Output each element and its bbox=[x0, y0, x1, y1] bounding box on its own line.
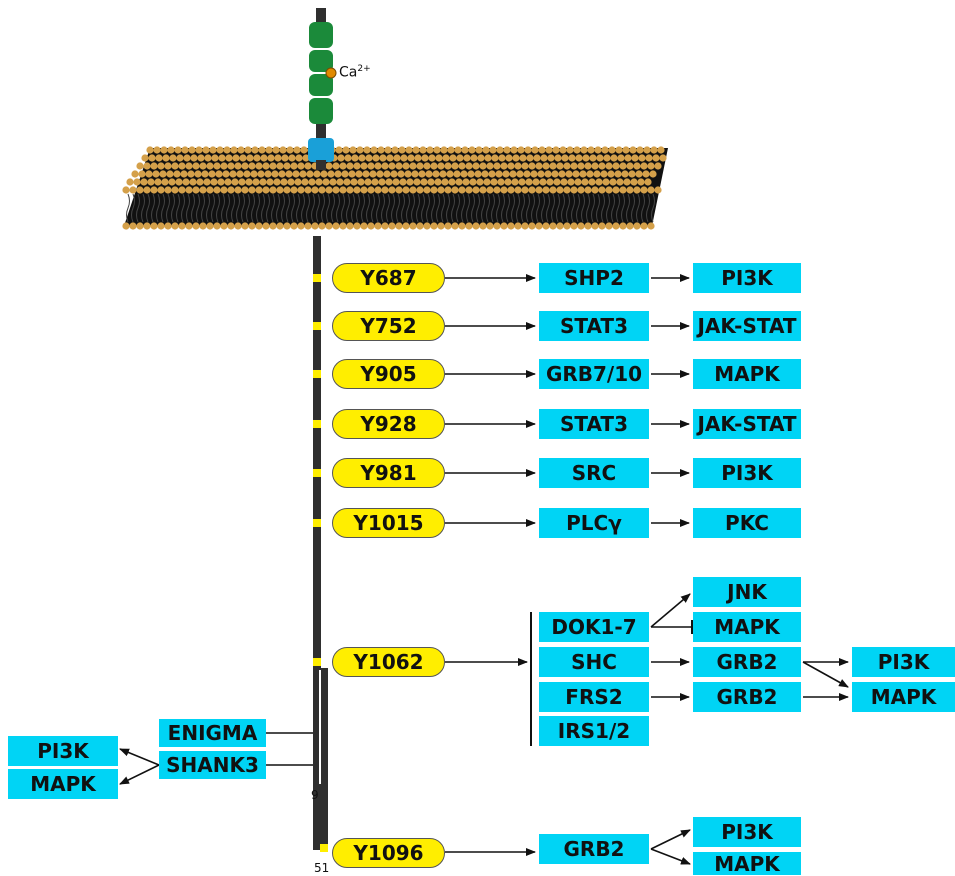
enigma-box: ENIGMA bbox=[159, 719, 266, 747]
adaptor-frs2: FRS2 bbox=[539, 682, 649, 712]
shc-target-grb2: GRB2 bbox=[693, 647, 801, 677]
site-pill: Y928 bbox=[332, 409, 445, 439]
pathway-box: PI3K bbox=[693, 263, 801, 293]
calcium-label: Ca2+ bbox=[339, 64, 371, 81]
site-pill: Y981 bbox=[332, 458, 445, 488]
pathway-box: PKC bbox=[693, 508, 801, 538]
adaptor-shc: SHC bbox=[539, 647, 649, 677]
grb2-to-mapk-arrow bbox=[803, 662, 848, 687]
grb2-output-mapk: MAPK bbox=[852, 682, 955, 712]
isoform-label-51: 51 bbox=[314, 861, 329, 875]
left-output-pi3k: PI3K bbox=[8, 736, 118, 766]
cell-membrane bbox=[122, 146, 668, 229]
dok-to-jnk-arrow bbox=[651, 594, 690, 627]
dok-target-jnk: JNK bbox=[693, 577, 801, 607]
pathway-box: JAK-STAT bbox=[693, 311, 801, 341]
partner-box: PLCγ bbox=[539, 508, 649, 538]
shank3-to-mapk-arrow bbox=[120, 765, 159, 784]
y1096-output-mapk: MAPK bbox=[693, 852, 801, 875]
site-pill: Y1015 bbox=[332, 508, 445, 538]
isoform-label-9: 9 bbox=[311, 788, 319, 802]
site-pill: Y687 bbox=[332, 263, 445, 293]
transmembrane-domain bbox=[308, 138, 334, 162]
partner-box: STAT3 bbox=[539, 311, 649, 341]
receptor-tail-long bbox=[320, 668, 328, 850]
grb2-to-pi3k-arrow bbox=[651, 830, 690, 849]
grb2-to-mapk-arrow bbox=[651, 849, 690, 864]
pathway-box: JAK-STAT bbox=[693, 409, 801, 439]
shank3-to-pi3k-arrow bbox=[120, 749, 159, 765]
adaptor-irs: IRS1/2 bbox=[539, 716, 649, 746]
site-pill: Y905 bbox=[332, 359, 445, 389]
pathway-box: MAPK bbox=[693, 359, 801, 389]
site-pill-y1062: Y1062 bbox=[332, 647, 445, 677]
site-pill-y1096: Y1096 bbox=[332, 838, 445, 868]
dok-target-mapk: MAPK bbox=[693, 612, 801, 642]
site-pill: Y752 bbox=[332, 311, 445, 341]
calcium-ion bbox=[326, 68, 336, 78]
y1096-partner: GRB2 bbox=[539, 834, 649, 864]
left-output-mapk: MAPK bbox=[8, 769, 118, 799]
frs2-target-grb2: GRB2 bbox=[693, 682, 801, 712]
shank3-box: SHANK3 bbox=[159, 751, 266, 779]
pathway-box: PI3K bbox=[693, 458, 801, 488]
receptor-extracellular bbox=[308, 8, 334, 170]
partner-box: SRC bbox=[539, 458, 649, 488]
partner-box: GRB7/10 bbox=[539, 359, 649, 389]
partner-box: SHP2 bbox=[539, 263, 649, 293]
y1096-output-pi3k: PI3K bbox=[693, 817, 801, 847]
partner-box: STAT3 bbox=[539, 409, 649, 439]
grb2-output-pi3k: PI3K bbox=[852, 647, 955, 677]
adaptor-dok: DOK1-7 bbox=[539, 612, 649, 642]
